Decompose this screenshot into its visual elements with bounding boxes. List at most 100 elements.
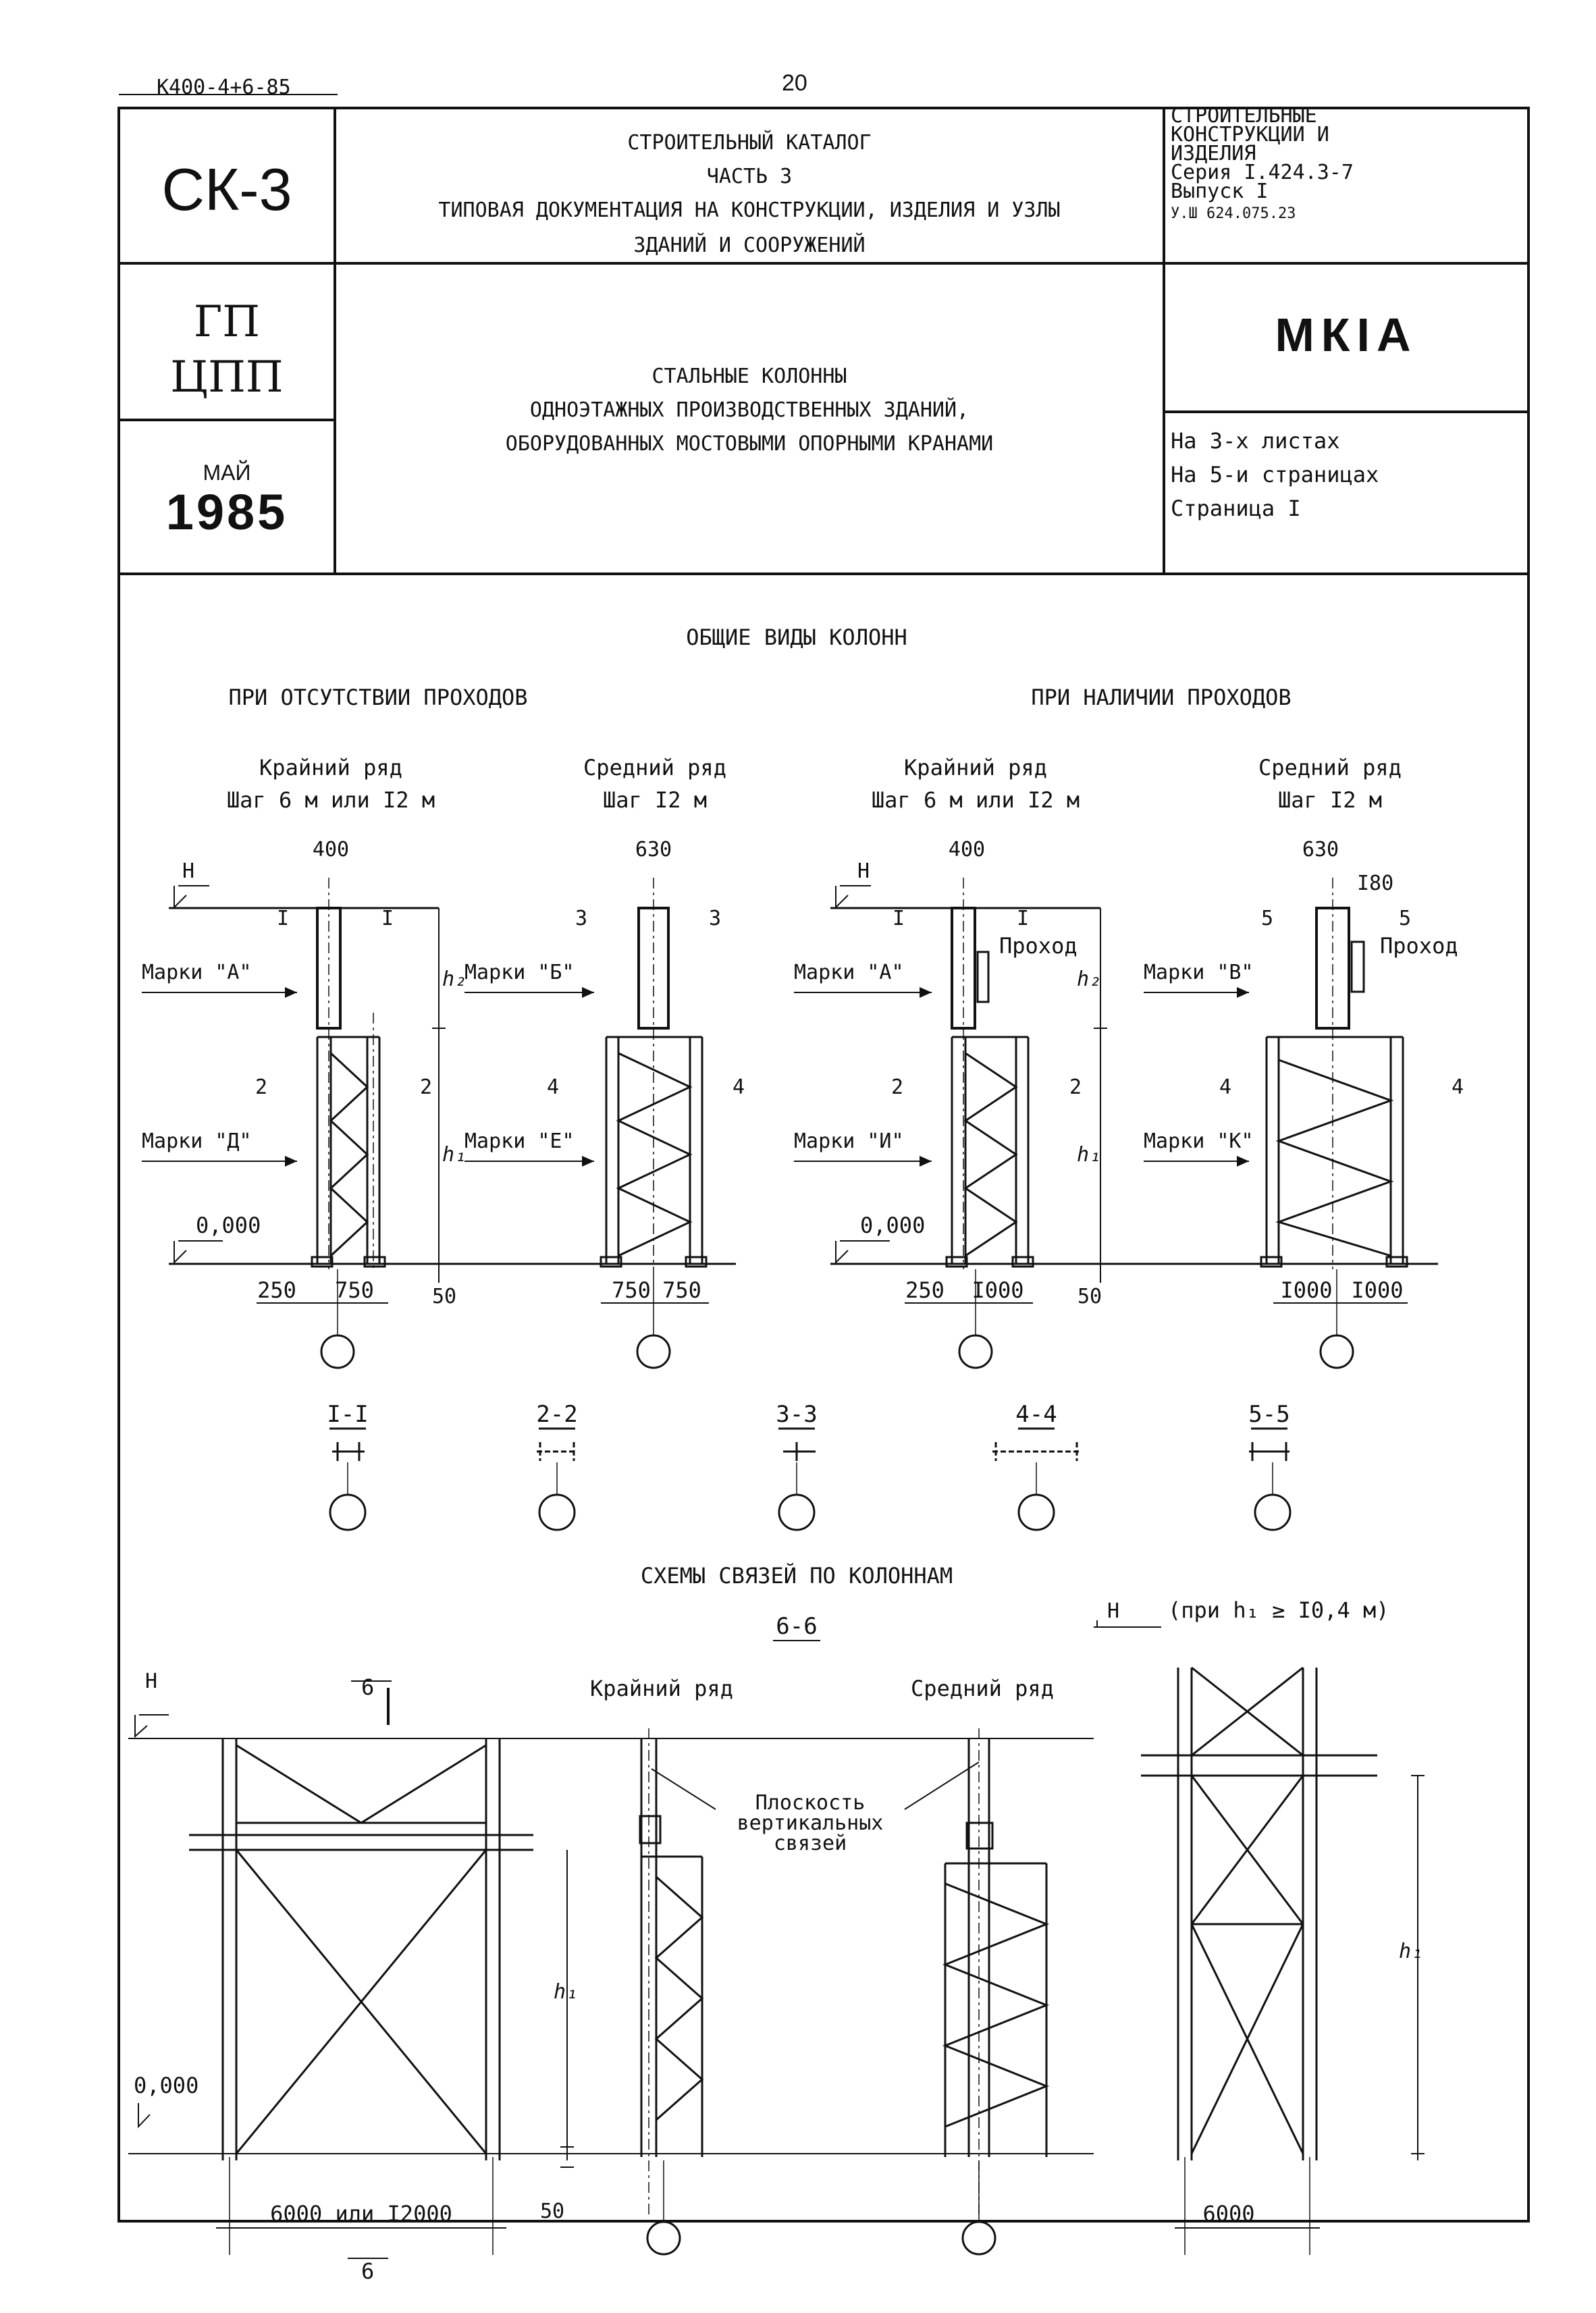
doc-title-line-1: СТАЛЬНЫЕ КОЛОННЫ — [651, 365, 847, 388]
sheet-frame — [117, 107, 1530, 2223]
col3-h2: h₂ — [1077, 967, 1101, 991]
col2-axis-marker — [636, 1334, 671, 1369]
right-line-3: ИЗДЕЛИЯ — [1171, 142, 1256, 165]
col4-dim-a: I000 — [1280, 1277, 1332, 1303]
bracing-left — [128, 1680, 1094, 2255]
column-3 — [945, 878, 1107, 1283]
right-line-4: Серия I.424.3-7 — [1171, 161, 1354, 184]
col3-step: Шаг 6 м или I2 м — [872, 787, 1080, 813]
col4-sec-low-l: 4 — [1219, 1075, 1231, 1099]
section-2-2: 2-2 — [536, 1401, 577, 1428]
col4-offset: I80 — [1357, 872, 1393, 895]
col3-sec-up-l: I — [893, 907, 905, 930]
level-zero-left: 0,000 — [196, 1213, 261, 1238]
bracing-outer-row: Крайний ряд — [590, 1676, 733, 1701]
col4-row: Средний ряд — [1258, 755, 1402, 780]
section-1-1: I-I — [327, 1401, 368, 1428]
col4-sec-up-l: 5 — [1261, 907, 1273, 930]
col2-row: Средний ряд — [583, 755, 726, 780]
bracing-section-6-top: 6 — [361, 1674, 374, 1700]
section-3-3: 3-3 — [776, 1401, 817, 1428]
bracing-span-6000: 6000 — [1202, 2201, 1254, 2227]
bracing-dim-50: 50 — [540, 2200, 564, 2223]
section-5-5: 5-5 — [1248, 1401, 1289, 1428]
page-number: 20 — [782, 70, 807, 96]
col2-lower-mark: Марки "Е" — [464, 1129, 575, 1153]
col3-lower-mark: Марки "И" — [794, 1129, 904, 1153]
col2-top-width: 630 — [635, 838, 672, 861]
section-6-6: 6-6 — [776, 1613, 817, 1640]
group-right-title: ПРИ НАЛИЧИИ ПРОХОДОВ — [1031, 685, 1291, 710]
col4-upper-mark: Марки "В" — [1144, 961, 1254, 984]
col2-upper-mark: Марки "Б" — [464, 961, 575, 984]
bracing-h1-left: h₁ — [554, 1980, 578, 2004]
col3-upper-mark: Марки "А" — [794, 961, 904, 984]
month: МАЙ — [203, 460, 251, 485]
col2-step: Шаг I2 м — [603, 787, 707, 813]
level-markers — [174, 885, 890, 1265]
section-4-4: 4-4 — [1015, 1401, 1057, 1428]
bracing-right — [1094, 1620, 1425, 2255]
col1-h2: h₂ — [442, 967, 467, 991]
col3-passage: Проход — [999, 933, 1078, 959]
group-left-title: ПРИ ОТСУТСТВИИ ПРОХОДОВ — [228, 685, 527, 710]
col3-axis-marker — [958, 1334, 993, 1369]
col1-sec-low-r: 2 — [420, 1075, 432, 1099]
sheet-info-2: На 5-и страницах — [1171, 462, 1379, 487]
col3-dim-a: 250 — [905, 1277, 945, 1303]
col4-passage: Проход — [1380, 933, 1458, 959]
col2-sec-low-l: 4 — [547, 1075, 559, 1099]
right-line-5: Выпуск I — [1171, 180, 1269, 203]
col3-sec-low-l: 2 — [891, 1075, 903, 1099]
col4-sec-low-r: 4 — [1452, 1075, 1464, 1099]
col1-dim-a: 250 — [257, 1277, 296, 1303]
col1-axis-marker — [320, 1334, 355, 1369]
bracing-middle-row: Средний ряд — [911, 1676, 1054, 1701]
bracing-condition: (при h₁ ≥ I0,4 м) — [1168, 1597, 1389, 1623]
level-h-left: Н — [182, 859, 194, 883]
col1-step: Шаг 6 м или I2 м — [227, 787, 435, 813]
sheet-info-3: Страница I — [1171, 496, 1301, 521]
column-4 — [1260, 878, 1408, 1269]
plane-label-1: Плоскость — [755, 1791, 866, 1815]
col2-sec-low-r: 4 — [733, 1075, 745, 1099]
section-title: ОБЩИЕ ВИДЫ КОЛОНН — [686, 624, 907, 650]
col2-dim-a: 750 — [612, 1277, 651, 1303]
bracing-middle — [639, 1728, 1050, 2256]
series-code: СК-3 — [161, 156, 292, 223]
col3-h1: h₁ — [1077, 1143, 1101, 1167]
col4-step: Шаг I2 м — [1278, 787, 1382, 813]
col2-sec-up-r: 3 — [709, 907, 721, 930]
bracing-span: 6000 или I2000 — [270, 2201, 452, 2227]
col1-sec-up-r: I — [381, 907, 394, 930]
col1-sec-up-l: I — [277, 907, 289, 930]
bracing-level-h-left: Н — [145, 1670, 157, 1693]
col3-dim-b: I000 — [972, 1277, 1023, 1303]
col1-lower-mark: Марки "Д" — [142, 1129, 252, 1153]
col3-dim-50: 50 — [1078, 1285, 1102, 1308]
sheet-info-1: На 3-х листах — [1171, 428, 1340, 454]
col1-h1: h₁ — [442, 1143, 467, 1167]
org-line-2: ЦПП — [170, 352, 284, 402]
col4-sec-up-r: 5 — [1399, 907, 1411, 930]
column-1 — [311, 878, 446, 1283]
bracing-section-6-bottom: 6 — [361, 2258, 374, 2284]
col1-dim-b: 750 — [335, 1277, 374, 1303]
level-zero-right: 0,000 — [860, 1213, 925, 1238]
col3-sec-up-r: I — [1017, 907, 1029, 930]
bracing-level-h: Н — [1107, 1599, 1119, 1623]
catalog-line-3: ТИПОВАЯ ДОКУМЕНТАЦИЯ НА КОНСТРУКЦИИ, ИЗД… — [438, 198, 1061, 222]
catalog-line-2: ЧАСТЬ 3 — [706, 165, 793, 188]
col1-dim-50: 50 — [432, 1285, 456, 1308]
bracing-h1-right: h₁ — [1399, 1940, 1423, 1963]
column-2 — [600, 878, 708, 1269]
col1-top-width: 400 — [313, 838, 349, 861]
bracing-title: СХЕМЫ СВЯЗЕЙ ПО КОЛОННАМ — [641, 1563, 953, 1589]
bracing-level-zero: 0,000 — [134, 2073, 198, 2098]
col4-dim-b: I000 — [1351, 1277, 1403, 1303]
col2-dim-b: 750 — [662, 1277, 701, 1303]
plane-label-3: связей — [774, 1832, 847, 1855]
section-symbols — [329, 1427, 1292, 1531]
doc-title-line-3: ОБОРУДОВАННЫХ МОСТОВЫМИ ОПОРНЫМИ КРАНАМИ — [505, 432, 994, 456]
